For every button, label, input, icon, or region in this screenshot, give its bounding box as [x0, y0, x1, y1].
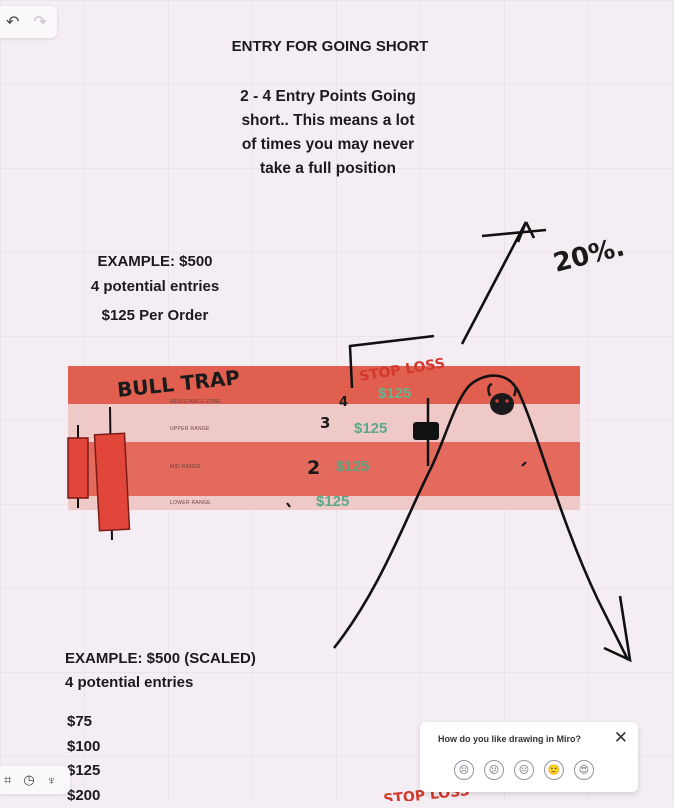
- example-equal-entries: 4 potential entries: [60, 274, 250, 299]
- description-line: of times you may never: [212, 133, 444, 157]
- face-sad-icon[interactable]: 😕: [484, 760, 504, 780]
- example-scaled-entries: 4 potential entries: [65, 671, 256, 695]
- example-equal-title: EXAMPLE: $500: [60, 249, 250, 274]
- zone-resistance: RESISTANCE ZONE $125: [68, 366, 580, 404]
- zone-price: $125: [378, 385, 411, 402]
- zone-mid: MID RANGE $125: [68, 442, 580, 496]
- zone-upper: UPPER RANGE $125: [68, 404, 580, 442]
- description-line: short.. This means a lot: [212, 109, 444, 133]
- zone-label: MID RANGE: [170, 464, 201, 470]
- face-love-icon[interactable]: 😍: [574, 760, 594, 780]
- example-equal: EXAMPLE: $500 4 potential entries $125 P…: [60, 249, 250, 328]
- scaled-amounts: $75 $100 $125 $200: [67, 710, 100, 808]
- scaled-amount: $125: [67, 759, 100, 784]
- zone-label: UPPER RANGE: [170, 426, 210, 432]
- rating-options: ☹ 😕 😐 🙂 😍: [454, 760, 594, 780]
- price-zones[interactable]: RESISTANCE ZONE $125 UPPER RANGE $125 MI…: [68, 366, 580, 510]
- redo-icon[interactable]: ↷: [33, 12, 46, 32]
- description-line: take a full position: [212, 157, 444, 181]
- lightbulb-icon[interactable]: ♆: [47, 773, 57, 788]
- scaled-amount: $100: [67, 735, 100, 760]
- zone-price: $125: [354, 420, 387, 437]
- feedback-popup: How do you like drawing in Miro? ✕ ☹ 😕 😐…: [420, 722, 638, 792]
- example-equal-per-order: $125 Per Order: [60, 303, 250, 328]
- face-neutral-icon[interactable]: 😐: [514, 760, 534, 780]
- board-title: ENTRY FOR GOING SHORT: [190, 38, 470, 55]
- zone-lower: LOWER RANGE $125: [68, 496, 580, 510]
- timer-icon[interactable]: ◷: [23, 772, 34, 788]
- grid-icon[interactable]: ⌗: [4, 772, 11, 788]
- feedback-question: How do you like drawing in Miro?: [438, 734, 581, 744]
- scaled-amount: $200: [67, 784, 100, 808]
- undo-icon[interactable]: ↶: [6, 12, 19, 32]
- example-scaled-title: EXAMPLE: $500 (SCALED): [65, 647, 256, 671]
- zone-price: $125: [336, 458, 369, 475]
- scaled-amount: $75: [67, 710, 100, 735]
- undo-redo-bar: ↶ ↷: [0, 6, 57, 38]
- board-description: 2 - 4 Entry Points Going short.. This me…: [212, 85, 444, 181]
- face-angry-icon[interactable]: ☹: [454, 760, 474, 780]
- zone-label: LOWER RANGE: [170, 500, 211, 506]
- close-icon[interactable]: ✕: [614, 728, 628, 748]
- example-scaled: EXAMPLE: $500 (SCALED) 4 potential entri…: [65, 647, 256, 695]
- face-happy-icon[interactable]: 🙂: [544, 760, 564, 780]
- zone-price: $125: [316, 493, 349, 510]
- bottom-toolbar: ⌗ ◷ ♆: [0, 766, 70, 794]
- description-line: 2 - 4 Entry Points Going: [212, 85, 444, 109]
